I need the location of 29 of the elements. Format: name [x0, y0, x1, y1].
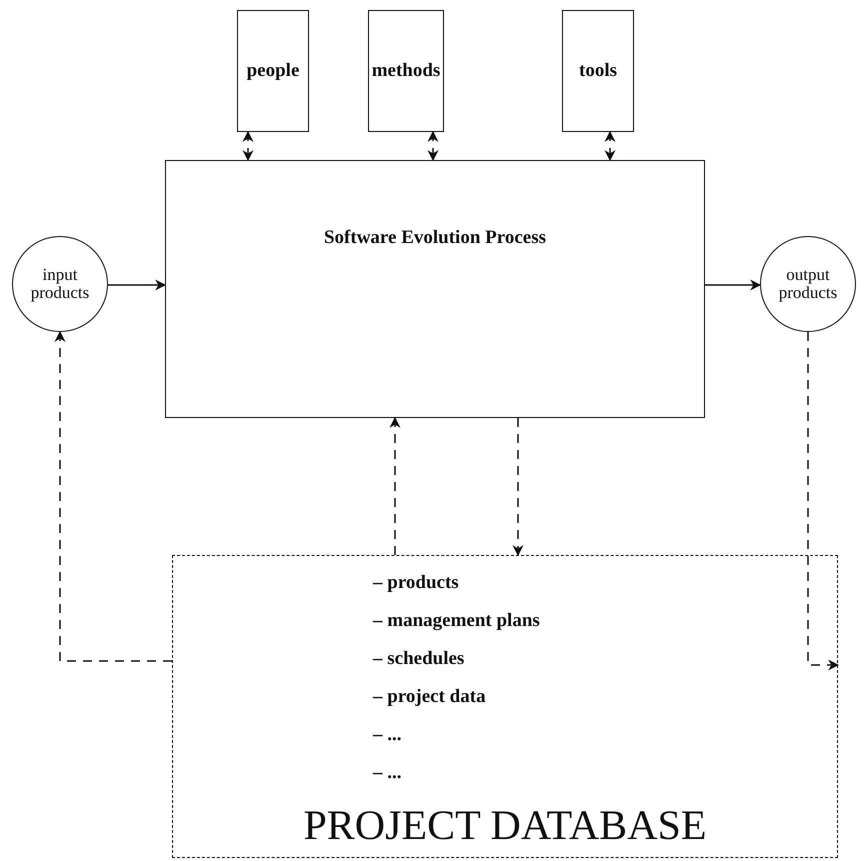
- arrow: [807, 332, 840, 670]
- resource-box: [237, 10, 309, 132]
- product-circle: [12, 236, 108, 332]
- list-item: – ...: [373, 762, 402, 785]
- database-box: [172, 555, 838, 858]
- arrow: [512, 418, 524, 556]
- box-label: people: [246, 60, 300, 82]
- circle-label: input products: [30, 266, 90, 302]
- arrow: [242, 130, 254, 162]
- arrow: [705, 280, 762, 290]
- list-item: – schedules: [373, 648, 466, 671]
- arrow: [108, 280, 166, 290]
- arrow: [54, 330, 172, 662]
- process-box: [165, 160, 705, 418]
- box-label: methods: [372, 60, 440, 82]
- arrow: [604, 130, 616, 162]
- resource-box: [368, 10, 444, 132]
- list-item: – products: [373, 572, 460, 595]
- resource-box: [562, 10, 634, 132]
- list-item: – ...: [373, 724, 402, 747]
- arrow: [390, 416, 400, 555]
- product-circle: [760, 236, 856, 332]
- arrow: [428, 130, 438, 162]
- circle-label: output products: [778, 266, 838, 302]
- database-title: PROJECT DATABASE: [303, 802, 707, 850]
- box-label: tools: [579, 60, 617, 82]
- box-label: Software Evolution Process: [324, 227, 546, 249]
- list-item: – project data: [373, 686, 487, 709]
- list-item: – management plans: [373, 610, 540, 633]
